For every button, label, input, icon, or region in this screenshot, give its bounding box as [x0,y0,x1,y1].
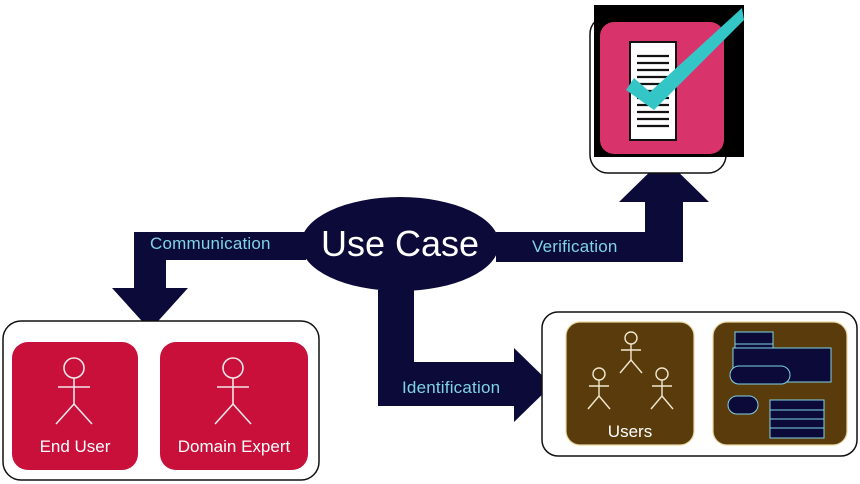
users-label: Users [607,422,653,441]
use-case-ellipse [301,197,499,291]
database-icon [727,331,832,439]
verification-label: Verification [532,237,618,256]
users-tile [565,321,695,446]
domain-expert-label: Domain Expert [177,437,291,456]
domain-expert-stick-figure-icon [214,357,252,425]
verification-arrow [496,158,709,262]
document-checkmark-icon [626,8,744,141]
identification-label: Identification [402,378,501,397]
checkmark-icon [626,8,744,110]
identification-arrow [378,290,552,422]
center-title: Use Case [320,223,480,264]
end-user-label: End User [39,437,111,456]
user-group-icon [587,331,674,410]
communication-label: Communication [150,234,271,253]
communication-arrow [112,232,306,330]
end-user-stick-figure-icon [55,357,93,425]
